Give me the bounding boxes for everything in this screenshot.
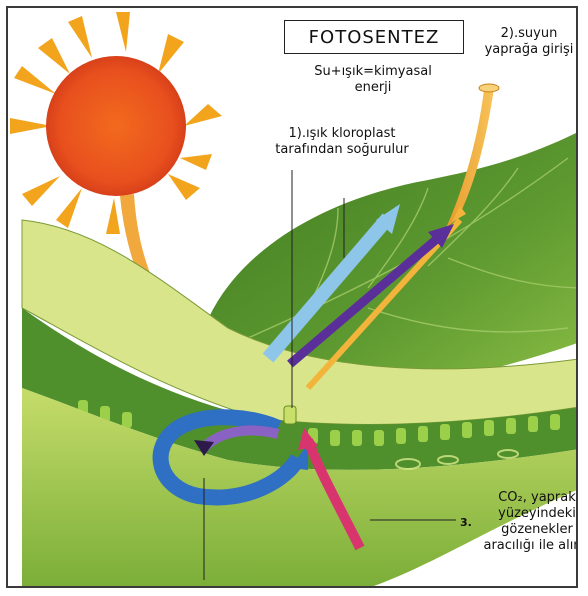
step1-line-1: 1).ışık kloroplast	[242, 126, 442, 142]
step3-label: CO₂, yaprak yüzeyindeki gözenekler aracı…	[478, 490, 578, 554]
sun-disc	[46, 56, 186, 196]
step3-marker: 3.	[460, 515, 472, 531]
step3-line-3: gözenekler	[478, 522, 578, 538]
diagram-frame: FOTOSENTEZ Su+ışık=kimyasal enerji 2).su…	[6, 6, 578, 588]
chloroplast	[284, 406, 296, 424]
step2-line-2: yaprağa girişi	[466, 42, 578, 58]
petiole-opening	[479, 84, 499, 92]
step1-label: 1).ışık kloroplast tarafından soğurulur	[242, 126, 442, 158]
step3-line-4: aracılığı ile alınır	[478, 538, 578, 554]
step2-line-1: 2).suyun	[466, 26, 578, 42]
equation-line-1: Su+ışık=kimyasal	[308, 64, 438, 80]
step1-line-2: tarafından soğurulur	[242, 142, 442, 158]
step3-line-2: yüzeyindeki	[478, 506, 578, 522]
equation-line-2: enerji	[308, 80, 438, 96]
sun	[10, 12, 222, 234]
diagram-title: FOTOSENTEZ	[284, 20, 464, 54]
step3-line-1: CO₂, yaprak	[478, 490, 578, 506]
step2-label: 2).suyun yaprağa girişi	[466, 26, 578, 58]
equation-label: Su+ışık=kimyasal enerji	[308, 64, 438, 96]
